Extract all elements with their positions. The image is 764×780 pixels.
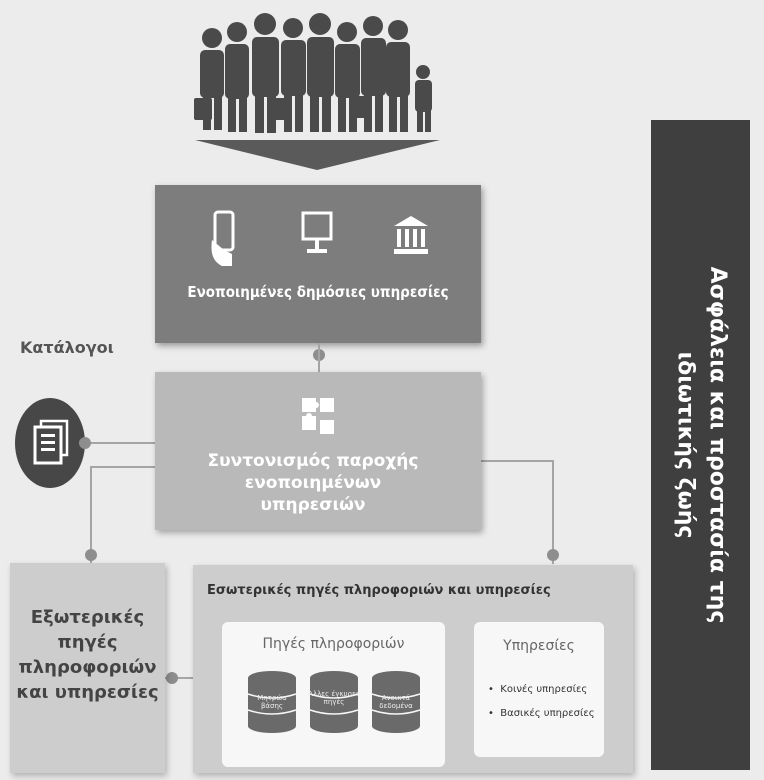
database-label: Ανοικτά δεδομένα bbox=[379, 694, 413, 710]
unified-public-services-box: Ενοποιημένες δημόσιες υπηρεσίες bbox=[155, 185, 481, 343]
building-icon bbox=[394, 216, 428, 254]
computer-icon bbox=[301, 211, 333, 253]
people-icon bbox=[194, 13, 440, 170]
internal-connector-line-v bbox=[552, 460, 554, 564]
unified-public-services-label: Ενοποιημένες δημόσιες υπηρεσίες bbox=[187, 283, 449, 301]
ext-int-connector-dot bbox=[166, 672, 178, 684]
puzzle-icon bbox=[302, 398, 334, 434]
internal-connector-dot bbox=[547, 549, 559, 561]
database-label: Άλλες έγκυρες πηγές bbox=[308, 690, 360, 706]
connector-line bbox=[318, 343, 320, 373]
catalogs-label: Κατάλογοι bbox=[20, 338, 114, 357]
catalog-connector-line bbox=[86, 442, 156, 444]
info-sources-title: Πηγές πληροφοριών bbox=[262, 636, 405, 652]
info-sources-box: Πηγές πληροφοριών Μητρώα βάσης Άλλες έγκ… bbox=[222, 622, 445, 767]
catalog-connector-dot bbox=[79, 437, 91, 449]
database-icon bbox=[247, 671, 297, 733]
services-list-item: • Βασικές υπηρεσίες bbox=[488, 708, 595, 719]
internal-sources-title: Εσωτερικές πηγές πληροφοριών και υπηρεσί… bbox=[207, 583, 551, 598]
ext-int-connector-line bbox=[165, 677, 195, 679]
catalogs-circle bbox=[15, 398, 85, 488]
external-sources-label: Εξωτερικές πηγές πληροφοριών και υπηρεσί… bbox=[16, 607, 159, 703]
database-label: Μητρώα βάσης bbox=[257, 694, 287, 710]
external-connector-line-h bbox=[90, 466, 156, 468]
database-icon bbox=[371, 671, 421, 733]
services-box: Υπηρεσίες • Κοινές υπηρεσίες • Βασικές υ… bbox=[474, 622, 604, 757]
internal-connector-line-h bbox=[481, 460, 553, 462]
services-title: Υπηρεσίες bbox=[503, 638, 575, 654]
coordination-box: Συντονισμός παροχής ενοποιημένων υπηρεσι… bbox=[155, 372, 481, 530]
services-list-item: • Κοινές υπηρεσίες bbox=[488, 684, 588, 695]
database-icon bbox=[309, 671, 359, 733]
external-sources-box: Εξωτερικές πηγές πληροφοριών και υπηρεσί… bbox=[10, 563, 165, 773]
document-stack-icon bbox=[33, 419, 69, 465]
external-connector-dot bbox=[85, 549, 97, 561]
security-privacy-bar: Ασφάλεια και προστασία της ιδιωτικής ζωή… bbox=[651, 120, 750, 770]
coordination-label: Συντονισμός παροχής ενοποιημένων υπηρεσι… bbox=[207, 451, 419, 515]
external-connector-line-v bbox=[90, 466, 92, 564]
mobile-icon bbox=[211, 210, 235, 266]
security-privacy-label: Ασφάλεια και προστασία της ιδιωτικής ζωή… bbox=[672, 266, 730, 624]
